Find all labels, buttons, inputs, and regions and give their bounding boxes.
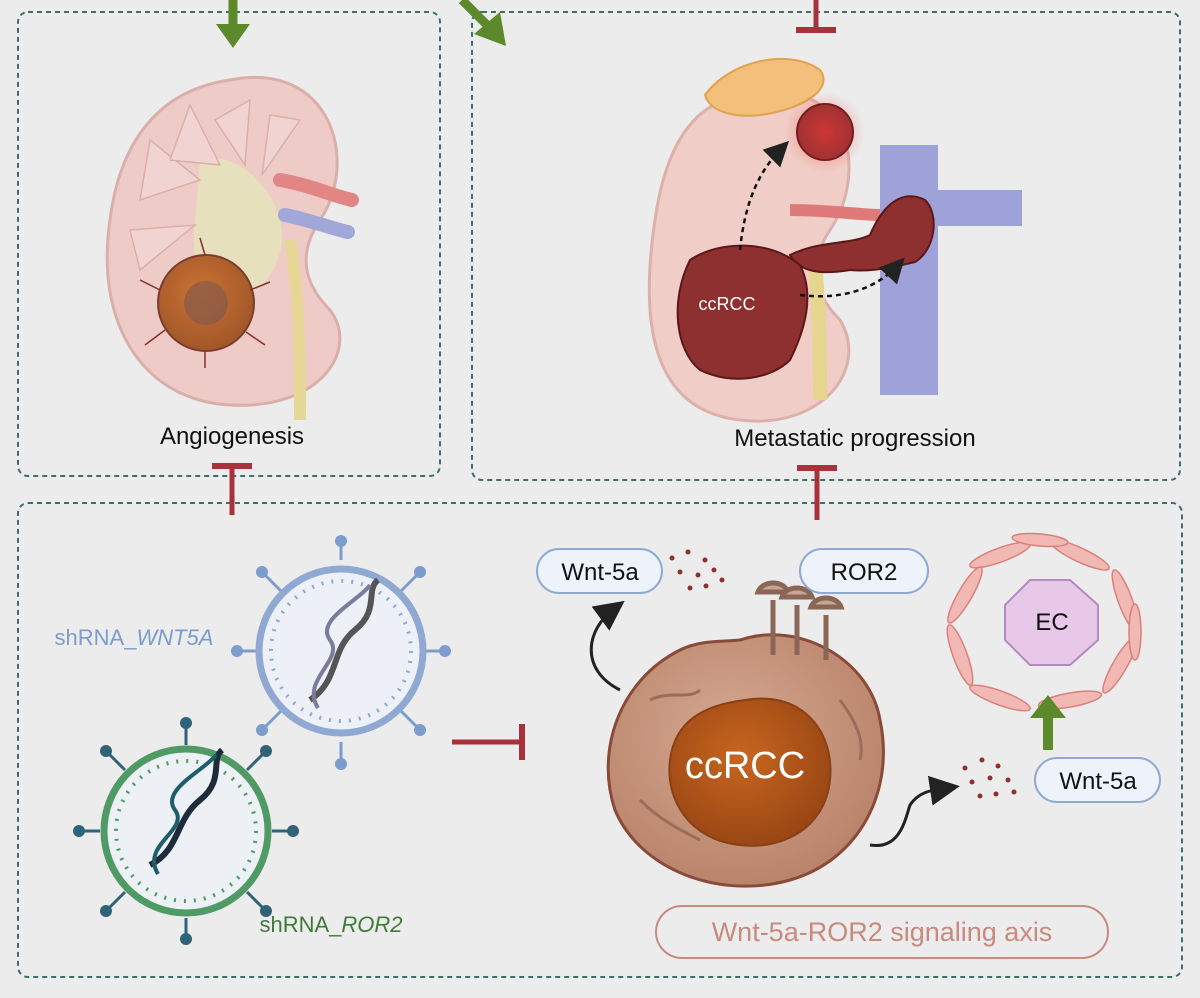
- kidney-illustration-right: [645, 57, 1022, 423]
- inhibition-bar-angiogenesis: [212, 463, 252, 515]
- vector-wnt5a-label: shRNA_WNT5A: [55, 625, 214, 650]
- vector-ror2-label: shRNA_ROR2: [259, 912, 402, 937]
- secreted-wnt5a-right: [962, 757, 1017, 799]
- ror2-label: ROR2: [831, 559, 898, 586]
- vector-wnt5a: [231, 535, 451, 770]
- tumor-cell-big: [606, 580, 885, 888]
- wnt5a-right-label: Wnt-5a: [1059, 768, 1137, 795]
- endothelial-cluster: [946, 532, 1142, 712]
- secretion-arrow-right: [869, 775, 960, 847]
- activation-arrow-metastatic: [458, 0, 506, 46]
- secreted-wnt5a-top: [669, 549, 725, 591]
- tumor-right: [676, 244, 809, 380]
- ec-label: EC: [1035, 609, 1068, 636]
- tumor-cell-label: ccRCC: [685, 745, 805, 787]
- vena-cava: [880, 145, 938, 395]
- metastatic-tumor-label: ccRCC: [699, 294, 756, 314]
- knockdown-inhibition: [452, 724, 525, 760]
- wnt5a-top-label: Wnt-5a: [561, 559, 639, 586]
- wnt5a-pill-top: [536, 548, 663, 594]
- activation-arrow-ec: [1030, 695, 1066, 750]
- adrenal-gland: [703, 57, 825, 117]
- secretion-arrow-top: [589, 600, 625, 692]
- vector-ror2: [73, 717, 299, 945]
- signaling-axis-label: Wnt-5a-ROR2 signaling axis: [712, 917, 1053, 947]
- kidney-illustration-left: [105, 76, 359, 421]
- tumor-thrombus: [788, 195, 935, 274]
- signaling-axis-pill: [655, 905, 1109, 959]
- inhibition-bar-metastatic: [797, 465, 837, 520]
- angiogenesis-label: Angiogenesis: [160, 423, 304, 450]
- activation-arrow-angiogenesis: [216, 0, 250, 48]
- ror2-pill: [799, 548, 929, 594]
- inhibition-bar-top: [796, 0, 836, 33]
- wnt5a-pill-right: [1034, 757, 1161, 803]
- metastatic-label: Metastatic progression: [734, 425, 975, 452]
